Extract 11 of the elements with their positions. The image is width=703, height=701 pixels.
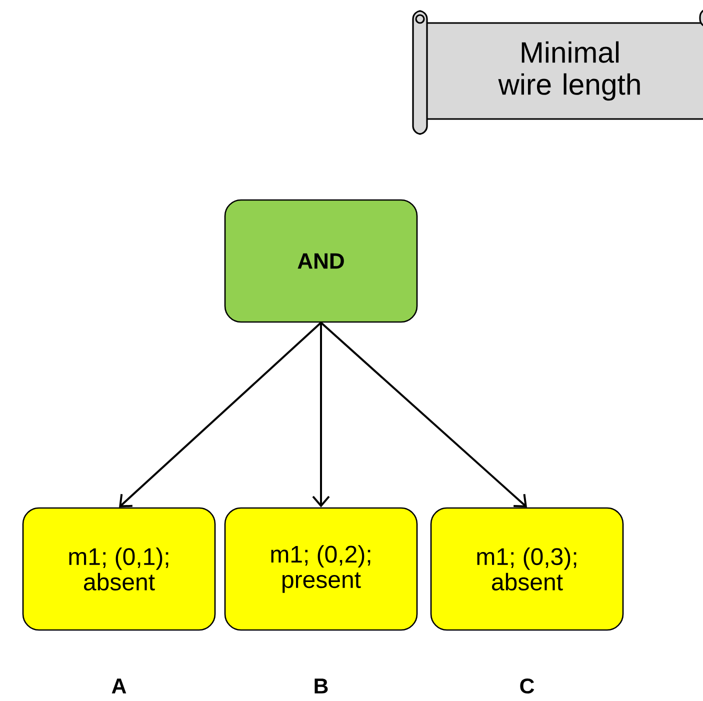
column-label: B xyxy=(314,678,328,694)
scroll-banner: Minimal wire length xyxy=(412,8,703,135)
leaf-box: m1; (0,2); present xyxy=(224,507,418,631)
arrow xyxy=(312,322,330,508)
gate-box: AND xyxy=(224,199,418,323)
arrow xyxy=(119,322,322,508)
leaf-box: m1; (0,3); absent xyxy=(430,507,624,631)
arrow xyxy=(320,322,527,508)
leaf-box: m1; (0,1); absent xyxy=(22,507,216,631)
column-label: A xyxy=(112,678,126,694)
column-label: C xyxy=(520,678,534,694)
